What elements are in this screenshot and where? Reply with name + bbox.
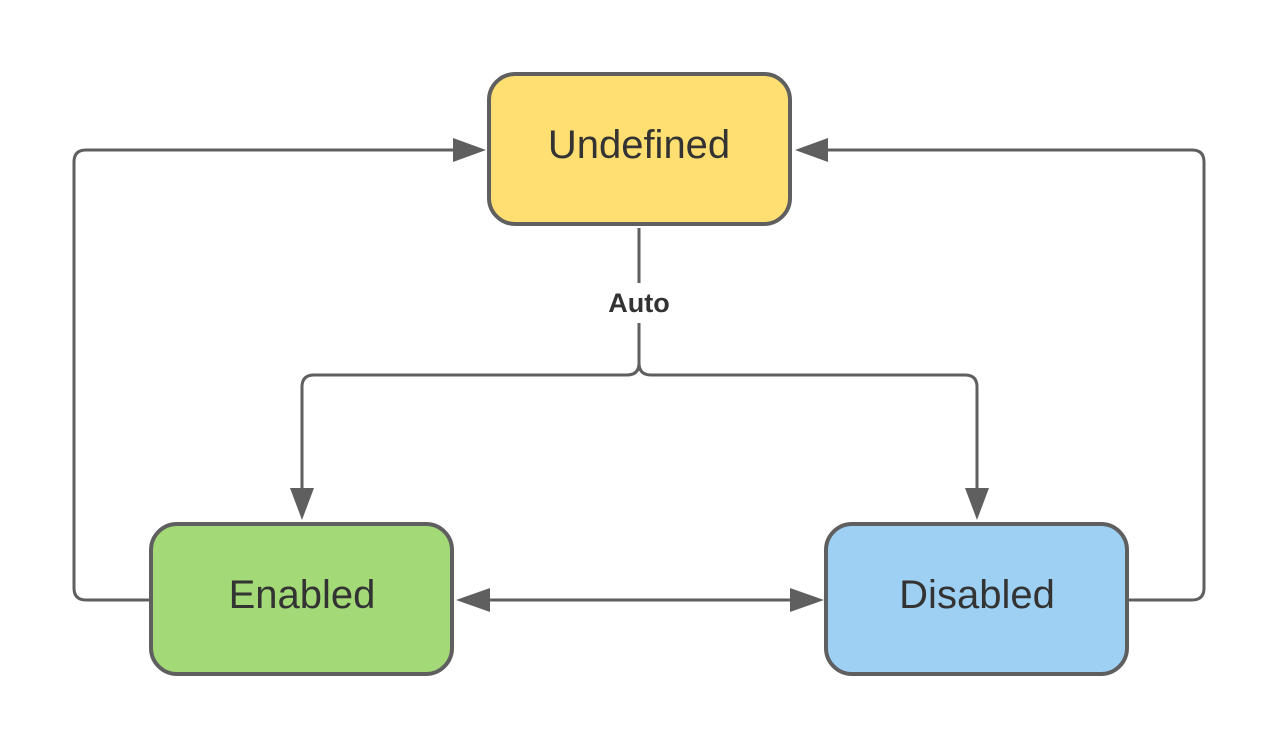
arrow-to-enabled-horizontal-icon [456,588,490,612]
node-disabled: Disabled [824,522,1129,676]
node-undefined-label: Undefined [548,123,730,167]
edge-enabled-to-undefined [72,148,455,602]
arrow-to-enabled-icon [290,488,314,520]
edges: Auto [72,138,1206,612]
node-disabled-label: Disabled [899,573,1055,617]
edge-auto-trunk-lower [300,323,641,490]
arrow-to-undefined-left-icon [453,138,486,162]
arrow-to-undefined-right-icon [795,138,828,162]
node-enabled-box [149,522,454,676]
edge-auto-to-disabled [637,362,979,490]
arrow-to-disabled-horizontal-icon [790,588,824,612]
node-enabled-label: Enabled [229,573,376,617]
node-enabled: Enabled [149,522,454,676]
node-undefined-box [487,72,792,226]
arrow-to-disabled-icon [965,488,989,520]
edge-label-auto: Auto [608,288,669,318]
edge-disabled-to-undefined [826,148,1206,602]
node-disabled-box [824,522,1129,676]
node-undefined: Undefined [487,72,792,226]
